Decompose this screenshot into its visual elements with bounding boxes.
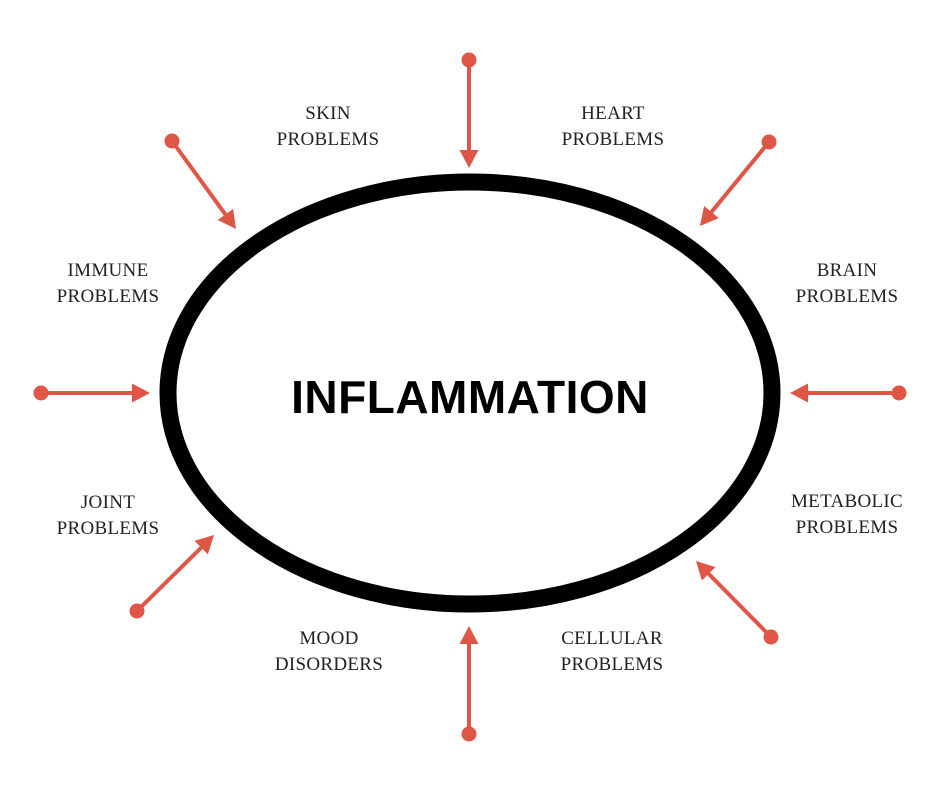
arrow-joint-head — [194, 535, 214, 555]
arrow-cellular-shaft — [708, 140, 771, 215]
arrow-metabolic-shaft — [705, 570, 773, 639]
label-metabolic-line2: PROBLEMS — [795, 517, 899, 538]
label-mood-disorders: MOOD DISORDERS — [239, 626, 419, 678]
arrow-heart-head — [459, 150, 479, 168]
arrow-joint-shaft — [135, 544, 205, 613]
label-cellular-line1: CELLULAR — [561, 628, 663, 649]
label-cellular-line2: PROBLEMS — [560, 654, 664, 675]
label-brain-line2: PROBLEMS — [795, 286, 899, 307]
arrow-skin-shaft — [170, 139, 229, 218]
label-mood-line1: MOOD — [299, 628, 359, 649]
central-ellipse — [159, 173, 781, 613]
label-cellular-problems: CELLULAR PROBLEMS — [522, 626, 702, 678]
arrow-heart — [459, 52, 479, 168]
label-brain-problems: BRAIN PROBLEMS — [757, 258, 937, 310]
label-metabolic-problems: METABOLIC PROBLEMS — [757, 489, 937, 541]
arrow-skin — [164, 133, 236, 229]
label-immune-line2: PROBLEMS — [56, 286, 160, 307]
label-joint-problems: JOINT PROBLEMS — [18, 490, 198, 542]
arrow-brain — [790, 383, 907, 403]
arrow-immune-head — [132, 383, 150, 403]
label-skin-line2: PROBLEMS — [276, 129, 380, 150]
label-heart-line2: PROBLEMS — [561, 129, 665, 150]
arrow-skin-head — [217, 208, 236, 229]
arrow-mood-head — [459, 626, 479, 644]
label-brain-line1: BRAIN — [816, 260, 878, 281]
label-metabolic-line1: METABOLIC — [790, 491, 903, 512]
label-joint-line2: PROBLEMS — [56, 518, 160, 539]
arrow-cellular — [700, 134, 777, 226]
arrow-cellular-head — [700, 206, 719, 226]
arrow-metabolic-head — [696, 561, 716, 581]
arrow-immune — [33, 383, 150, 403]
arrow-brain-head — [790, 383, 808, 403]
label-immune-problems: IMMUNE PROBLEMS — [18, 258, 198, 310]
label-heart-problems: HEART PROBLEMS — [523, 101, 703, 153]
label-immune-line1: IMMUNE — [67, 260, 149, 281]
label-skin-problems: SKIN PROBLEMS — [238, 101, 418, 153]
arrow-joint — [129, 535, 214, 619]
label-skin-line1: SKIN — [305, 103, 351, 124]
label-joint-line1: JOINT — [80, 492, 136, 513]
center-title: INFLAMMATION — [291, 371, 649, 423]
arrow-metabolic — [696, 561, 779, 645]
arrow-group — [33, 52, 907, 742]
arrow-mood — [459, 626, 479, 742]
label-mood-line2: DISORDERS — [274, 654, 384, 675]
label-heart-line1: HEART — [581, 103, 645, 124]
